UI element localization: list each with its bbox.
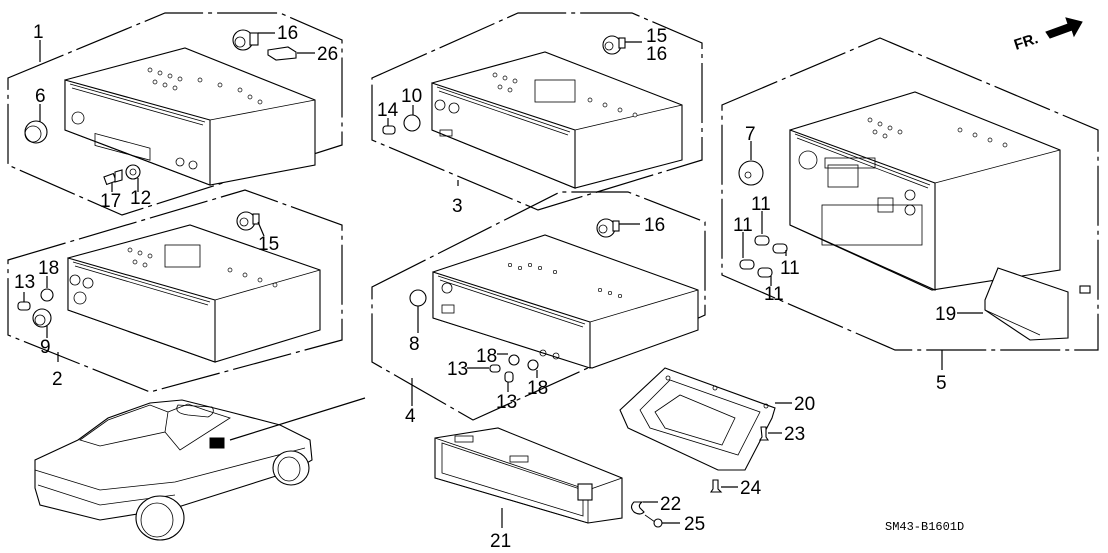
clip-icon — [709, 479, 723, 493]
callout-group-1: 1 — [33, 22, 44, 43]
group-4-boundary — [371, 191, 706, 421]
callout-part-8: 8 — [409, 334, 420, 355]
vent-holes — [492, 72, 638, 118]
vehicle-location-illustration — [34, 399, 313, 541]
callout-part-22: 22 — [660, 494, 681, 515]
diagram-code: SM43-B1601D — [885, 520, 964, 534]
lamp-socket-icon — [236, 211, 260, 231]
callout-part-13: 13 — [496, 392, 517, 413]
knob-icon — [409, 289, 427, 307]
vent-holes — [867, 117, 1008, 148]
callout-part-18: 18 — [476, 346, 497, 367]
callout-part-16: 16 — [646, 44, 667, 65]
callout-group-5: 5 — [936, 373, 947, 394]
callout-part-11: 11 — [751, 194, 771, 215]
knob-cap-icon — [382, 125, 396, 135]
group-5-radio — [721, 37, 1099, 370]
clip-nut-icon — [630, 501, 645, 515]
group-5-boundary — [721, 37, 1099, 351]
callout-part-24: 24 — [740, 478, 762, 499]
callout-part-11: 11 — [780, 258, 800, 279]
group-2-boundary — [7, 189, 343, 393]
radio-unit-3 — [431, 51, 683, 189]
screw-icon — [1079, 285, 1091, 294]
knob-cap-icon — [757, 267, 773, 278]
callout-part-12: 12 — [130, 188, 151, 209]
screw-icon — [644, 514, 663, 528]
knob-cap-icon — [772, 243, 788, 254]
clip-icon — [758, 426, 770, 441]
group-1-boundary — [7, 12, 343, 216]
knob-icon — [527, 359, 539, 371]
callout-part-10: 10 — [401, 86, 422, 107]
radio-location-marker — [209, 437, 225, 449]
knob-icon — [403, 114, 421, 132]
radio-unit-4 — [432, 234, 699, 369]
knob-cap-icon — [17, 301, 31, 311]
callout-part-9: 9 — [40, 337, 51, 358]
pocket-21 — [434, 427, 623, 524]
callout-part-16: 16 — [644, 215, 665, 236]
knob-cap-icon — [739, 259, 755, 270]
callout-part-18: 18 — [527, 378, 548, 399]
radio-unit-1 — [64, 47, 316, 186]
callout-part-14: 14 — [377, 100, 399, 121]
vent-holes — [507, 262, 623, 299]
knob-icon — [32, 308, 52, 328]
lamp-socket-icon — [602, 35, 626, 55]
callout-part-16: 16 — [277, 23, 298, 44]
mounting-bracket — [984, 267, 1069, 341]
vent-holes — [147, 67, 263, 105]
callout-part-13: 13 — [14, 272, 35, 293]
lamp-socket-icon — [232, 29, 259, 51]
radio-unit-2 — [67, 224, 321, 363]
group-4-radio — [371, 191, 706, 421]
connector-icon — [267, 46, 297, 61]
callout-part-20: 20 — [794, 394, 815, 415]
knob-icon — [738, 160, 764, 186]
knob-cap-icon — [754, 235, 770, 246]
front-label: FR. — [1012, 30, 1040, 54]
group-2-radio — [7, 189, 343, 393]
location-leader-line — [229, 397, 366, 441]
knob-icon — [24, 120, 48, 144]
screw-icon — [103, 169, 123, 186]
lamp-socket-icon — [596, 218, 620, 238]
front-direction-indicator: FR. — [1012, 17, 1083, 54]
callout-part-25: 25 — [684, 514, 705, 535]
callout-part-19: 19 — [935, 304, 956, 325]
callout-part-7: 7 — [745, 124, 756, 145]
vent-holes — [127, 247, 278, 288]
callout-part-6: 6 — [35, 86, 46, 107]
callout-part-13: 13 — [447, 359, 468, 380]
knob-cap-icon — [489, 364, 501, 373]
wheel-rear — [135, 495, 185, 541]
nut-icon — [125, 164, 141, 180]
callout-part-17: 17 — [100, 191, 121, 212]
knob-icon — [40, 288, 54, 302]
group-3-radio — [371, 12, 703, 211]
callout-part-26: 26 — [317, 44, 338, 65]
callout-part-23: 23 — [784, 424, 805, 445]
callout-part-11: 11 — [764, 284, 784, 305]
callout-part-11: 11 — [733, 215, 753, 236]
group-3-boundary — [371, 12, 703, 211]
callout-part-15: 15 — [258, 234, 279, 255]
group-1-radio — [7, 12, 343, 216]
pocket-bracket-20 — [619, 367, 776, 471]
callout-group-4: 4 — [405, 406, 416, 427]
arrow-right-icon — [1045, 17, 1083, 39]
knob-cap-icon — [504, 371, 514, 383]
callout-part-21: 21 — [490, 531, 511, 552]
callout-part-18: 18 — [38, 258, 59, 279]
callout-group-2: 2 — [52, 369, 63, 390]
knob-icon — [508, 354, 520, 366]
radio-unit-5 — [789, 91, 1061, 291]
callout-group-3: 3 — [452, 196, 463, 217]
callout-part-15: 15 — [646, 26, 667, 47]
